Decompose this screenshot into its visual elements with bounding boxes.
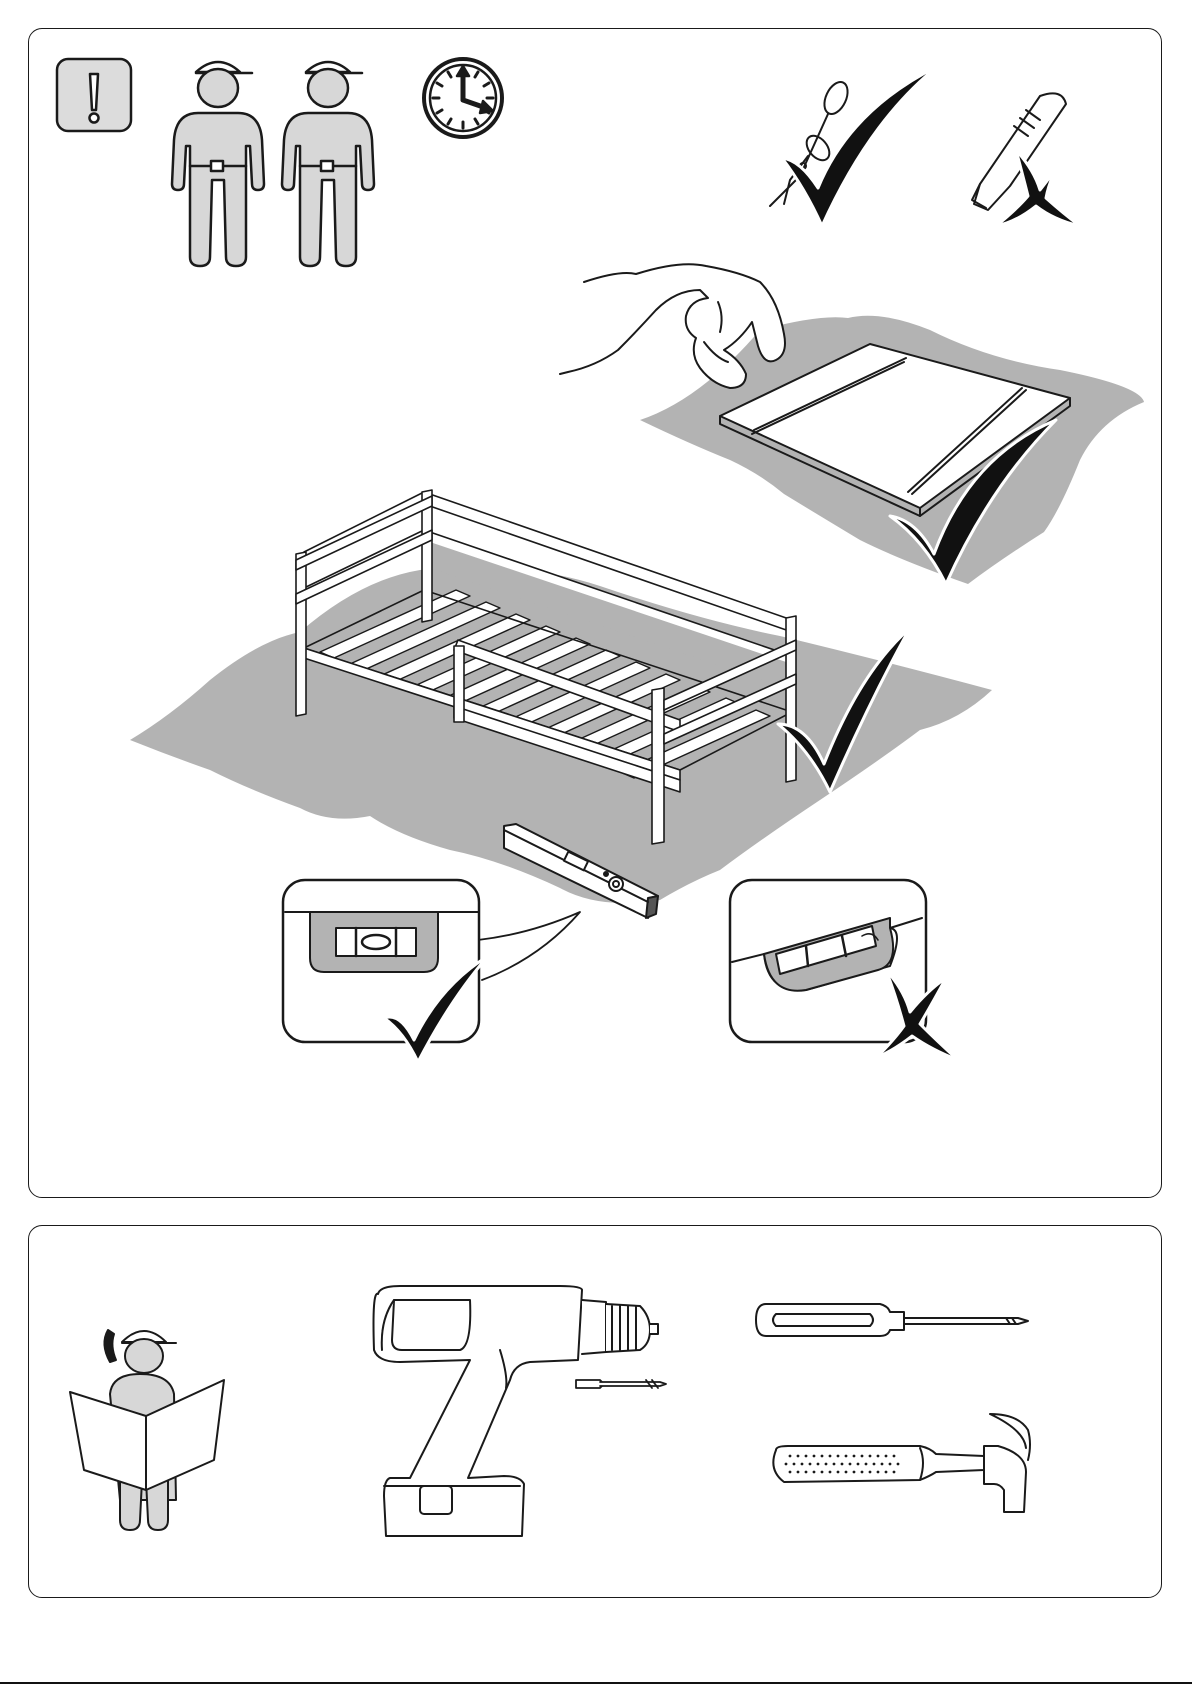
cordless-drill-icon (374, 1286, 659, 1536)
clock-icon (424, 59, 502, 137)
drill-bit-icon (576, 1380, 666, 1388)
screwdriver-icon (756, 1304, 1028, 1336)
read-manual-call-person-icon (70, 1330, 224, 1530)
assemble-bed-on-floor-protector (130, 490, 992, 903)
warning-exclamation-icon (57, 59, 131, 131)
two-persons-icon (172, 62, 374, 266)
unpack-on-soft-surface (560, 264, 1144, 584)
hammer-icon (773, 1414, 1030, 1512)
checkmark-icon (782, 66, 938, 226)
level-check-correct (283, 880, 580, 1062)
page-bottom-rule (0, 1682, 1192, 1684)
level-check-incorrect (730, 880, 958, 1060)
